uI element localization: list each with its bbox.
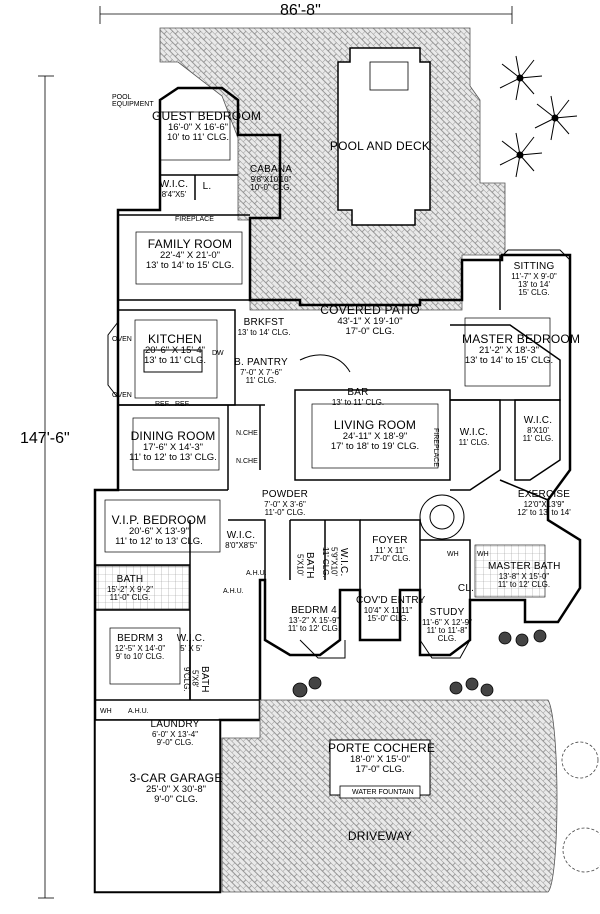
room-living-room: LIVING ROOM 24'-11" X 18'-9" 17' to 18' …: [330, 418, 420, 452]
room-vip-wic: W.I.C. 8'0"X8'5": [225, 530, 257, 550]
oven-label: OVEN: [112, 336, 132, 343]
room-porte-cochere: PORTE COCHERE 18'-0" X 15'-0" 17'-0" CLG…: [328, 741, 436, 775]
tiled-areas: [95, 544, 546, 610]
ahu-label-1: A.H.U.: [246, 570, 267, 577]
room-bath-hall: BATH 5'X10': [295, 551, 316, 579]
wh-label-3: WH: [100, 708, 112, 715]
fireplace-family-label: FIREPLACE: [175, 216, 214, 223]
bay-windows: [107, 249, 571, 659]
room-foyer: FOYER 11' X 11' 17'-0" CLG.: [369, 535, 411, 563]
pool: [337, 47, 431, 226]
room-dining-room: DINING ROOM 17'-6" X 14'-3" 11' to 12' t…: [129, 429, 217, 463]
dimension-lines: [38, 6, 513, 899]
room-master-cl: CL.: [457, 583, 475, 594]
garage-structure: [94, 719, 221, 893]
oven-label-2: OVEN: [112, 392, 132, 399]
room-bath-2: BATH 15'-2" X 9'-2" 11'-0" CLG.: [106, 574, 154, 602]
room-powder: POWDER 7'-0" X 3'-6" 11'-0" CLG.: [261, 489, 309, 517]
n-che-label-2: N.CHE: [236, 458, 258, 465]
ahu-label-3: A.H.U.: [128, 708, 149, 715]
room-bedrm-4: BEDRM 4 13'-2" X 15'-9" 11' to 12' CLG.: [287, 605, 341, 633]
ref-label-2: REF.: [175, 401, 191, 408]
dw-label: DW: [212, 350, 224, 357]
room-wic-hall: W.I.C. 5'9"X10' 11' CLG.: [321, 546, 349, 578]
depth-dimension: 147'-6": [20, 430, 70, 447]
width-dimension: 86'-8": [280, 2, 321, 19]
room-laundry: LAUNDRY 6'-0" X 13'-4" 9'-0" CLG.: [150, 719, 200, 747]
room-master-wic-1: W.I.C. 11' CLG.: [458, 427, 490, 447]
room-master-bedroom: MASTER BEDROOM 21'-2" X 18'-3" 13' to 14…: [462, 332, 581, 366]
ahu-label-2: A.H.U.: [223, 588, 244, 595]
room-pool-and-deck: POOL AND DECK: [329, 139, 431, 153]
fireplace-living-label: FIREPLACE: [432, 428, 439, 467]
room-family-room: FAMILY ROOM 22'-4" X 21'-0" 13' to 14' t…: [145, 237, 235, 271]
room-master-bath: MASTER BATH 13'-8" X 15'-0" 11' to 12' C…: [488, 561, 561, 589]
room-bedrm3-wic: W.I.C. 5' X 5': [176, 633, 206, 653]
room-sitting: SITTING 11'-7" X 9'-0" 13' to 14' 15' CL…: [511, 261, 557, 298]
room-guest-linen: L.: [202, 181, 212, 192]
trees: [561, 741, 600, 873]
round-stair: [299, 354, 465, 540]
room-garage: 3-CAR GARAGE 25'-0" X 30'-8" 9'-0" CLG.: [129, 771, 223, 805]
room-bath-3: BATH 5'X8' 9'CLG.: [182, 665, 210, 693]
room-brkfst: BRKFST 13' to 14' CLG.: [237, 317, 291, 337]
room-master-wic-2: W.I.C. 8'X10' 11' CLG.: [522, 415, 554, 443]
n-che-label-1: N.CHE: [236, 430, 258, 437]
ceiling-outlines: [104, 111, 551, 685]
interior-walls: [95, 174, 561, 721]
kitchen-island: [143, 349, 203, 373]
room-b-pantry: B. PANTRY 7'-0" X 7'-6" 11' CLG.: [234, 357, 288, 385]
room-guest-wic: W.I.C. 8'4"X5': [159, 179, 189, 199]
palm-trees: [499, 55, 578, 178]
room-exercise: EXERCISE 12'0"X13'9" 12' to 13' to 14': [517, 489, 571, 517]
room-covered-patio: COVERED PATIO 43'-1" X 19'-10" 17'-0" CL…: [320, 303, 420, 337]
wh-label: WH: [447, 551, 459, 558]
water-fountain-label: WATER FOUNTAIN: [352, 789, 414, 796]
room-covd-entry: COV'D ENTRY 10'4" X 11'11" 15'-0" CLG.: [356, 595, 426, 623]
wh-label-2: WH: [477, 551, 489, 558]
room-vip-bedroom: V.I.P. BEDROOM 20'-6" X 13'-9" 11' to 12…: [111, 513, 207, 547]
room-kitchen: KITCHEN 20'-6" X 15'-4" 13' to 11' CLG.: [143, 332, 207, 366]
ref-label-1: REF.: [155, 401, 171, 408]
room-guest-bedroom: GUEST BEDROOM 16'-0" X 16'-6" 10' to 11'…: [152, 109, 262, 143]
driveway-label: DRIVEWAY: [347, 829, 413, 843]
room-cabana: CABANA 9'8"X10'10" 10'-0" CLG.: [249, 164, 293, 192]
room-bedrm-3: BEDRM 3 12'-5" X 14'-0" 9' to 10' CLG.: [114, 633, 166, 661]
front-paving: [221, 699, 558, 893]
room-bar: BAR 13' to 11' CLG.: [331, 387, 385, 407]
shrubs: [292, 629, 547, 698]
room-study: STUDY 11'-6" X 12'-9" 11' to 11'-8" CLG.: [422, 607, 472, 644]
